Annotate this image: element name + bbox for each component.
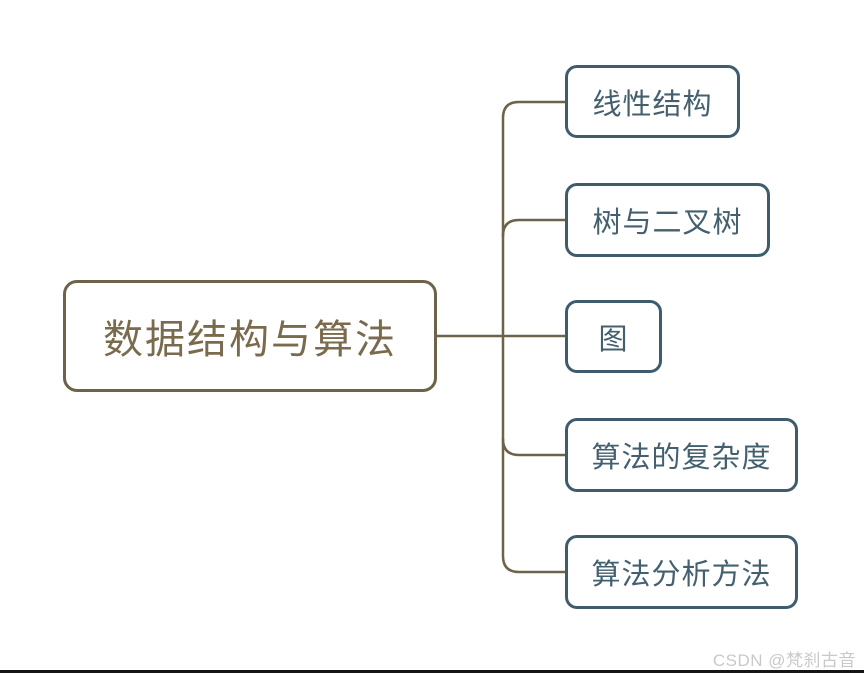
node-label: 线性结构: [592, 88, 713, 121]
mindmap-node-algorithm-complexity[interactable]: 算法的复杂度: [565, 418, 798, 492]
connector-branch-complexity: [501, 437, 567, 457]
node-label: 算法分析方法: [591, 559, 772, 591]
csdn-watermark: CSDN @梵刹古音: [712, 651, 856, 670]
connector-branch-tree: [501, 218, 567, 238]
connector-trunk-down-analysis: [501, 334, 567, 574]
node-label: 树与二叉树: [592, 207, 743, 239]
mindmap-node-linear-structure[interactable]: 线性结构: [565, 65, 740, 138]
mindmap-root-node[interactable]: 数据结构与算法: [63, 280, 437, 392]
root-node-label: 数据结构与算法: [103, 318, 397, 362]
mindmap-node-graph[interactable]: 图: [565, 300, 662, 373]
mindmap-node-tree-binary-tree[interactable]: 树与二叉树: [565, 183, 770, 257]
node-label: 图: [598, 323, 629, 356]
node-label: 算法的复杂度: [591, 442, 772, 474]
bottom-border-line: [0, 670, 864, 673]
connector-trunk-up-linear: [501, 100, 567, 338]
mindmap-node-algorithm-analysis[interactable]: 算法分析方法: [565, 535, 798, 609]
